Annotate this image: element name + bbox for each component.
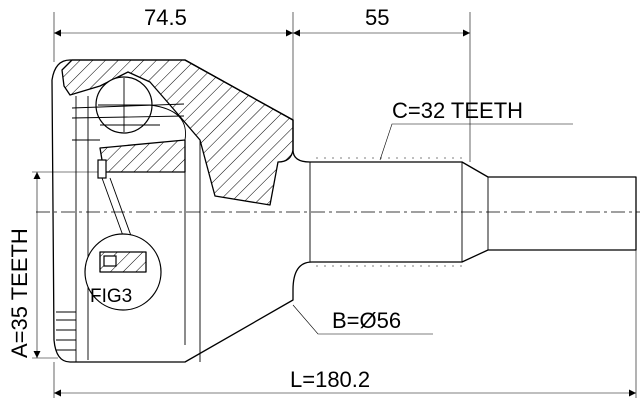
total-length-label: L=180.2 <box>290 367 370 392</box>
shaft-spline-label: C=32 TEETH <box>392 98 523 123</box>
dimension-shaft-length: 55 <box>365 5 389 30</box>
outer-spline-label: A=35 TEETH <box>7 228 32 358</box>
dimension-lines <box>33 29 636 397</box>
seal-diameter-label: B=Ø56 <box>332 308 401 333</box>
dimension-outer-length: 74.5 <box>144 5 187 30</box>
joint-housing <box>51 59 637 363</box>
fig3-label: FIG3 <box>90 286 132 307</box>
fig3-detail: FIG3 <box>84 233 162 311</box>
leader-lines <box>292 123 573 335</box>
